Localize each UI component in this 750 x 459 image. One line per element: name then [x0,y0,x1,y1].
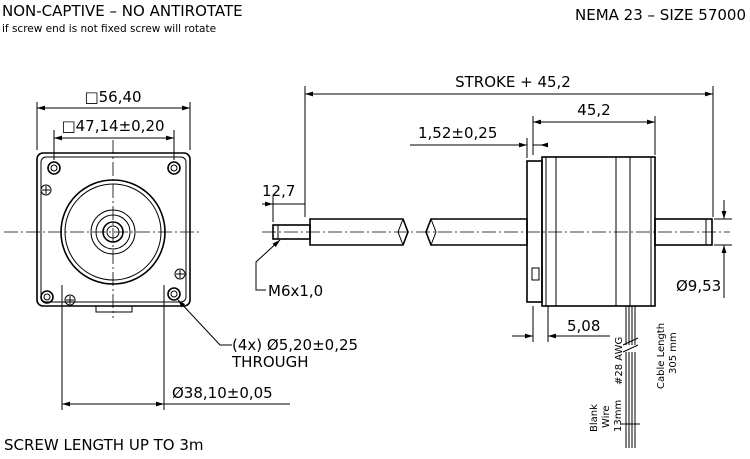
dim-outer-square: □56,40 [84,88,141,106]
dim-hole-spacing: □47,14±0,20 [61,117,164,135]
front-view: □56,40 □47,14±0,20 Ø38,10±0,05 (4x) Ø5,2… [4,88,358,410]
motor-face-outline [36,152,191,307]
dim-stroke: STROKE + 45,2 [455,73,571,91]
dim-flange-thickness: 1,52±0,25 [418,124,497,142]
motor-wires [621,306,640,448]
lead-screw-mid [425,218,528,246]
title-right: NEMA 23 – SIZE 57000 [575,6,746,24]
motor-body [541,156,656,307]
dim-tip-length: 12,7 [262,182,295,200]
dim-pilot-length: 5,08 [567,317,600,335]
hole-note: (4x) Ø5,20±0,25 [232,336,358,354]
blank-wire-label-1: Blank [589,404,600,432]
wire-gauge: #28 AWG [614,337,625,385]
screw-heads [40,184,186,306]
hole-note-through: THROUGH [231,353,309,371]
side-view: STROKE + 45,2 45,2 1,52±0,25 12,7 M6x1,0… [255,73,732,448]
dim-pilot-diameter: Ø38,10±0,05 [172,384,273,402]
dim-screw-diameter: Ø9,53 [676,277,721,295]
blank-wire-label-2: Wire [601,406,612,429]
thread-spec: M6x1,0 [268,282,323,300]
subtitle-left: if screw end is not fixed screw will rot… [2,23,216,35]
mounting-holes [40,161,181,304]
motor-flange [526,160,543,303]
title-left: NON-CAPTIVE – NO ANTIROTATE [2,2,243,20]
cable-length-value: 305 mm [668,332,679,374]
screw-length-note: SCREW LENGTH UP TO 3m [4,436,204,454]
lead-screw-left [309,218,409,246]
blank-wire-label-3: 13mm [613,400,624,432]
cable-length-label: Cable Length [656,323,667,389]
dim-body-length: 45,2 [577,101,610,119]
